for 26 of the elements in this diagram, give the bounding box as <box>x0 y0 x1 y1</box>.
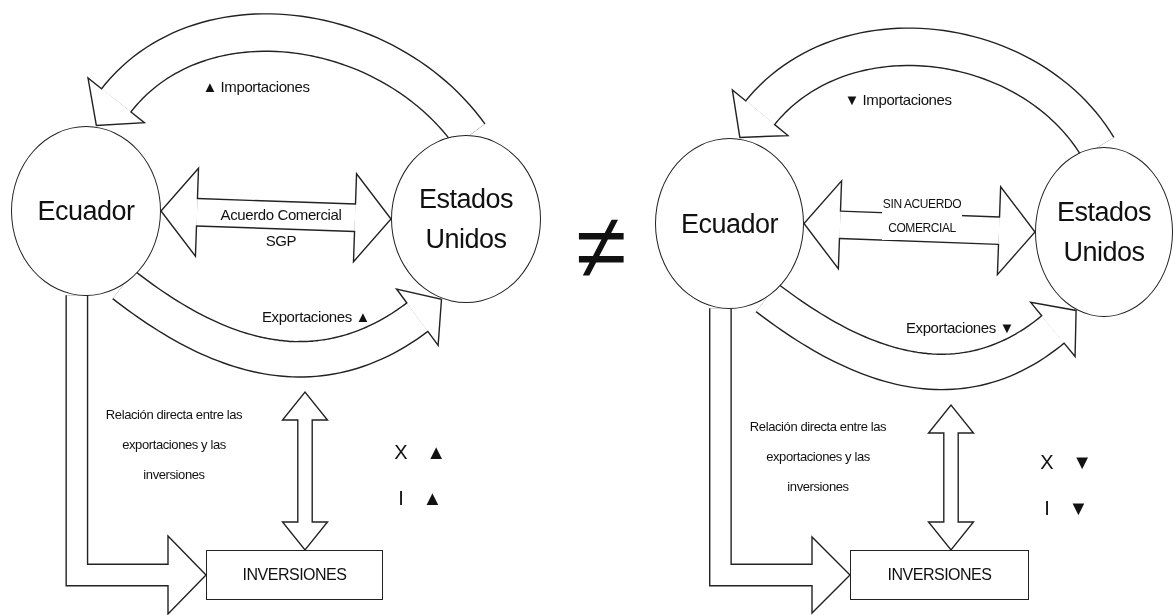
node-label: INVERSIONES <box>241 565 348 585</box>
node-label: Estados Unidos <box>1055 196 1153 269</box>
block-arrow <box>65 295 207 615</box>
node-label: Ecuador <box>679 207 780 241</box>
note-text: Relación directa entre las exportaciones y las inversiones <box>748 418 888 496</box>
block-arrow <box>803 180 1036 276</box>
node-label: INVERSIONES <box>886 565 993 585</box>
note-text: I ▼ <box>1043 496 1089 521</box>
edge-label: ▼ Importaciones <box>843 90 953 110</box>
block-arrow <box>709 308 851 614</box>
note-text: I ▲ <box>397 486 443 511</box>
block-arrow <box>160 167 392 263</box>
block-arrow <box>927 404 975 551</box>
edge-label: ▲ Importaciones <box>201 77 311 97</box>
note-text: X ▼ <box>1039 450 1093 475</box>
not-equal-sign: ≠ <box>574 196 628 296</box>
note-text: X ▲ <box>393 440 447 465</box>
edge-label: Exportaciones ▲ <box>260 307 372 327</box>
node-label: Estados Unidos <box>417 183 515 256</box>
block-arrow <box>281 391 329 551</box>
process-box <box>850 550 1029 600</box>
edge-label: Acuerdo Comercial SGP <box>219 205 343 251</box>
process-box <box>206 550 383 600</box>
edge-label: Exportaciones ▼ <box>904 318 1016 338</box>
note-text: Relación directa entre las exportaciones y las inversiones <box>104 406 244 484</box>
node-label: Ecuador <box>36 195 136 228</box>
